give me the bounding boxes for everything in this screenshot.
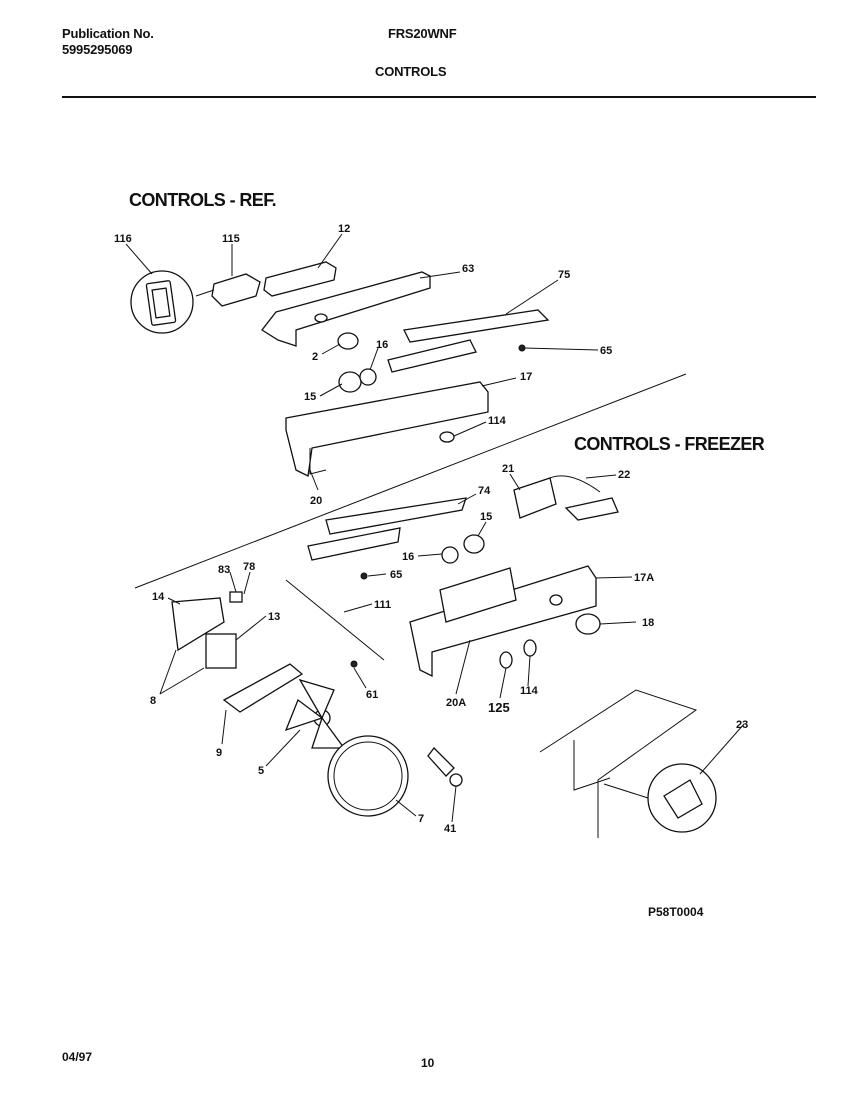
callout-14: 14 xyxy=(152,591,165,603)
part-13-motor xyxy=(205,633,237,669)
part-83-clip xyxy=(229,591,243,603)
callout-18: 18 xyxy=(642,617,654,629)
part-21-thermostat xyxy=(513,477,557,519)
part-22-capillary xyxy=(549,475,601,493)
section-divider xyxy=(134,373,687,589)
callout-116: 116 xyxy=(114,233,132,245)
part-16-socket-frz xyxy=(441,546,459,564)
part-9-bracket xyxy=(222,663,304,713)
publication-label: Publication No. xyxy=(62,26,154,41)
part-114-fastener-frz xyxy=(523,639,537,657)
part-21-bracket xyxy=(564,497,619,521)
callout-9: 9 xyxy=(216,747,222,759)
callout-65a: 65 xyxy=(600,345,612,357)
part-61-screw xyxy=(350,660,358,668)
part-115-lead xyxy=(195,289,215,297)
part-23-pointer xyxy=(603,783,649,799)
part-17-panel xyxy=(285,381,489,477)
callout-17a: 17A xyxy=(634,572,654,584)
callout-17: 17 xyxy=(520,371,532,383)
model-number: FRS20WNF xyxy=(388,26,457,41)
part-5-blade-c xyxy=(311,716,346,749)
part-41-screw-head xyxy=(449,773,463,787)
callout-23: 23 xyxy=(736,719,748,731)
part-63-hole xyxy=(314,313,328,323)
callout-7: 7 xyxy=(418,813,424,825)
part-12-control xyxy=(263,261,337,297)
part-ref-plate xyxy=(387,339,477,373)
callout-15a: 15 xyxy=(304,391,316,403)
callout-16b: 16 xyxy=(402,551,414,563)
callout-22: 22 xyxy=(618,469,630,481)
part-114-fastener xyxy=(439,431,455,443)
part-63-housing xyxy=(261,271,431,347)
callout-8: 8 xyxy=(150,695,156,707)
callout-114a: 114 xyxy=(488,415,507,427)
header-rule xyxy=(62,96,816,98)
callout-63: 63 xyxy=(462,263,474,275)
callout-83: 83 xyxy=(218,564,230,576)
part-116-inner xyxy=(151,287,171,319)
part-15-bulb-frz xyxy=(463,534,485,554)
part-74-lower xyxy=(307,527,401,561)
callout-labels: 116 115 12 63 75 65 2 16 15 17 114 20 21… xyxy=(114,223,748,835)
callout-61: 61 xyxy=(366,689,378,701)
callout-78: 78 xyxy=(243,561,255,573)
callout-12: 12 xyxy=(338,223,350,235)
callout-2: 2 xyxy=(312,351,318,363)
callout-21: 21 xyxy=(502,463,514,475)
part-115-switch xyxy=(211,273,261,307)
callout-20a: 20A xyxy=(446,697,466,709)
part-7-shroud-inner xyxy=(333,741,403,811)
callout-20: 20 xyxy=(310,495,322,507)
callout-15b: 15 xyxy=(480,511,492,523)
section-title-ref: CONTROLS - REF. xyxy=(129,190,277,210)
part-111-harness xyxy=(285,579,385,661)
part-41-screw xyxy=(427,747,455,777)
part-15-bulb xyxy=(338,371,362,393)
part-17a-housing xyxy=(409,565,597,678)
part-18-knob xyxy=(575,613,601,635)
part-23-cabinet xyxy=(539,689,698,838)
part-16-socket xyxy=(359,368,377,386)
callout-74: 74 xyxy=(478,485,491,497)
callout-125: 125 xyxy=(488,700,510,715)
part-23-cabinet-edge xyxy=(573,740,611,791)
callout-13: 13 xyxy=(268,611,280,623)
callout-114b: 114 xyxy=(520,685,539,697)
publication-number: 5995295069 xyxy=(62,42,133,57)
part-7-shroud xyxy=(327,735,409,817)
part-74-plate xyxy=(325,497,467,535)
callout-16a: 16 xyxy=(376,339,388,351)
part-125-fastener xyxy=(499,651,513,669)
part-65-screw-frz xyxy=(360,572,368,580)
part-5-blade-a xyxy=(298,678,335,720)
callout-65b: 65 xyxy=(390,569,402,581)
drawing-code: P58T0004 xyxy=(648,905,704,919)
part-17a-bracket xyxy=(439,567,517,623)
section-title: CONTROLS xyxy=(375,64,447,79)
section-title-freezer: CONTROLS - FREEZER xyxy=(574,434,765,454)
footer-date: 04/97 xyxy=(62,1050,93,1064)
part-14-bracket xyxy=(171,597,225,652)
leader-lines xyxy=(125,233,745,823)
part-23-sensor xyxy=(663,779,703,819)
part-5-blade-b xyxy=(284,698,324,732)
callout-115: 115 xyxy=(222,233,240,245)
part-2-knob xyxy=(337,332,359,350)
part-20-edge xyxy=(309,448,327,475)
callout-111: 111 xyxy=(374,599,391,611)
part-75-cover xyxy=(403,309,550,343)
callout-75: 75 xyxy=(558,269,570,281)
part-17a-hole xyxy=(549,594,563,606)
callout-5: 5 xyxy=(258,765,264,777)
page-number: 10 xyxy=(421,1056,435,1070)
callout-41: 41 xyxy=(444,823,456,835)
